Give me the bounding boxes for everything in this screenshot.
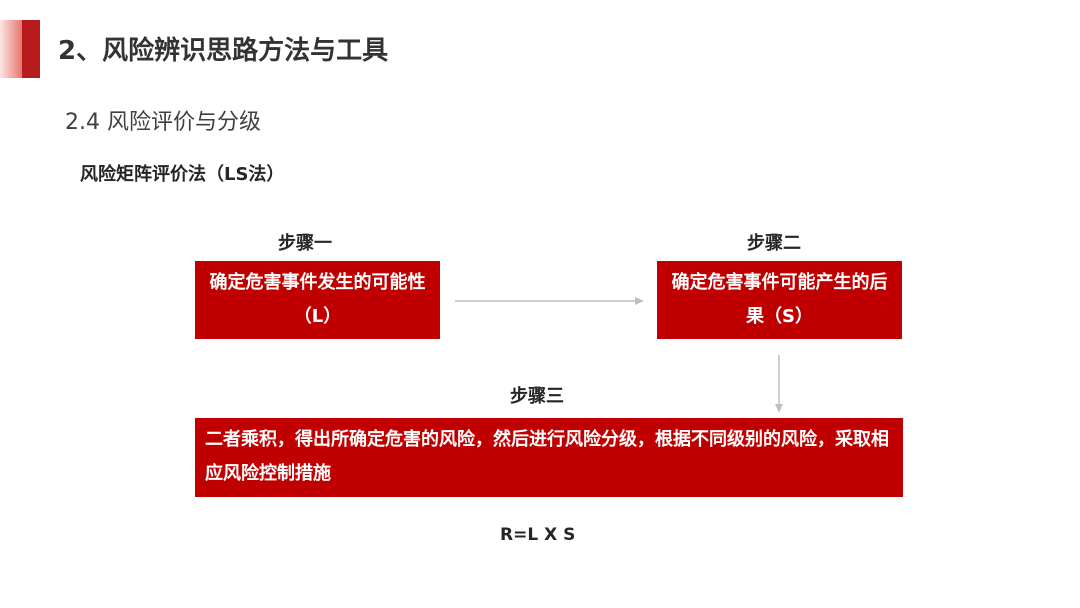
title-accent-bar-light [0,20,22,78]
method-title: 风险矩阵评价法（LS法） [80,164,285,185]
step-three-label: 步骤三 [510,386,564,407]
step-one-box: 确定危害事件发生的可能性（L） [195,261,440,339]
arrow-step-two-to-three [775,355,783,413]
step-two-box: 确定危害事件可能产生的后果（S） [657,261,902,339]
step-three-box: 二者乘积，得出所确定危害的风险，然后进行风险分级，根据不同级别的风险，采取相应风… [195,418,903,497]
title-accent-bar [22,20,40,78]
risk-formula: R=L X S [500,525,576,545]
page-title: 2、风险辨识思路方法与工具 [58,36,389,66]
step-two-label: 步骤二 [747,233,801,254]
step-one-label: 步骤一 [278,233,332,254]
section-title: 2.4 风险评价与分级 [65,110,261,135]
arrow-step-one-to-two [455,297,644,305]
